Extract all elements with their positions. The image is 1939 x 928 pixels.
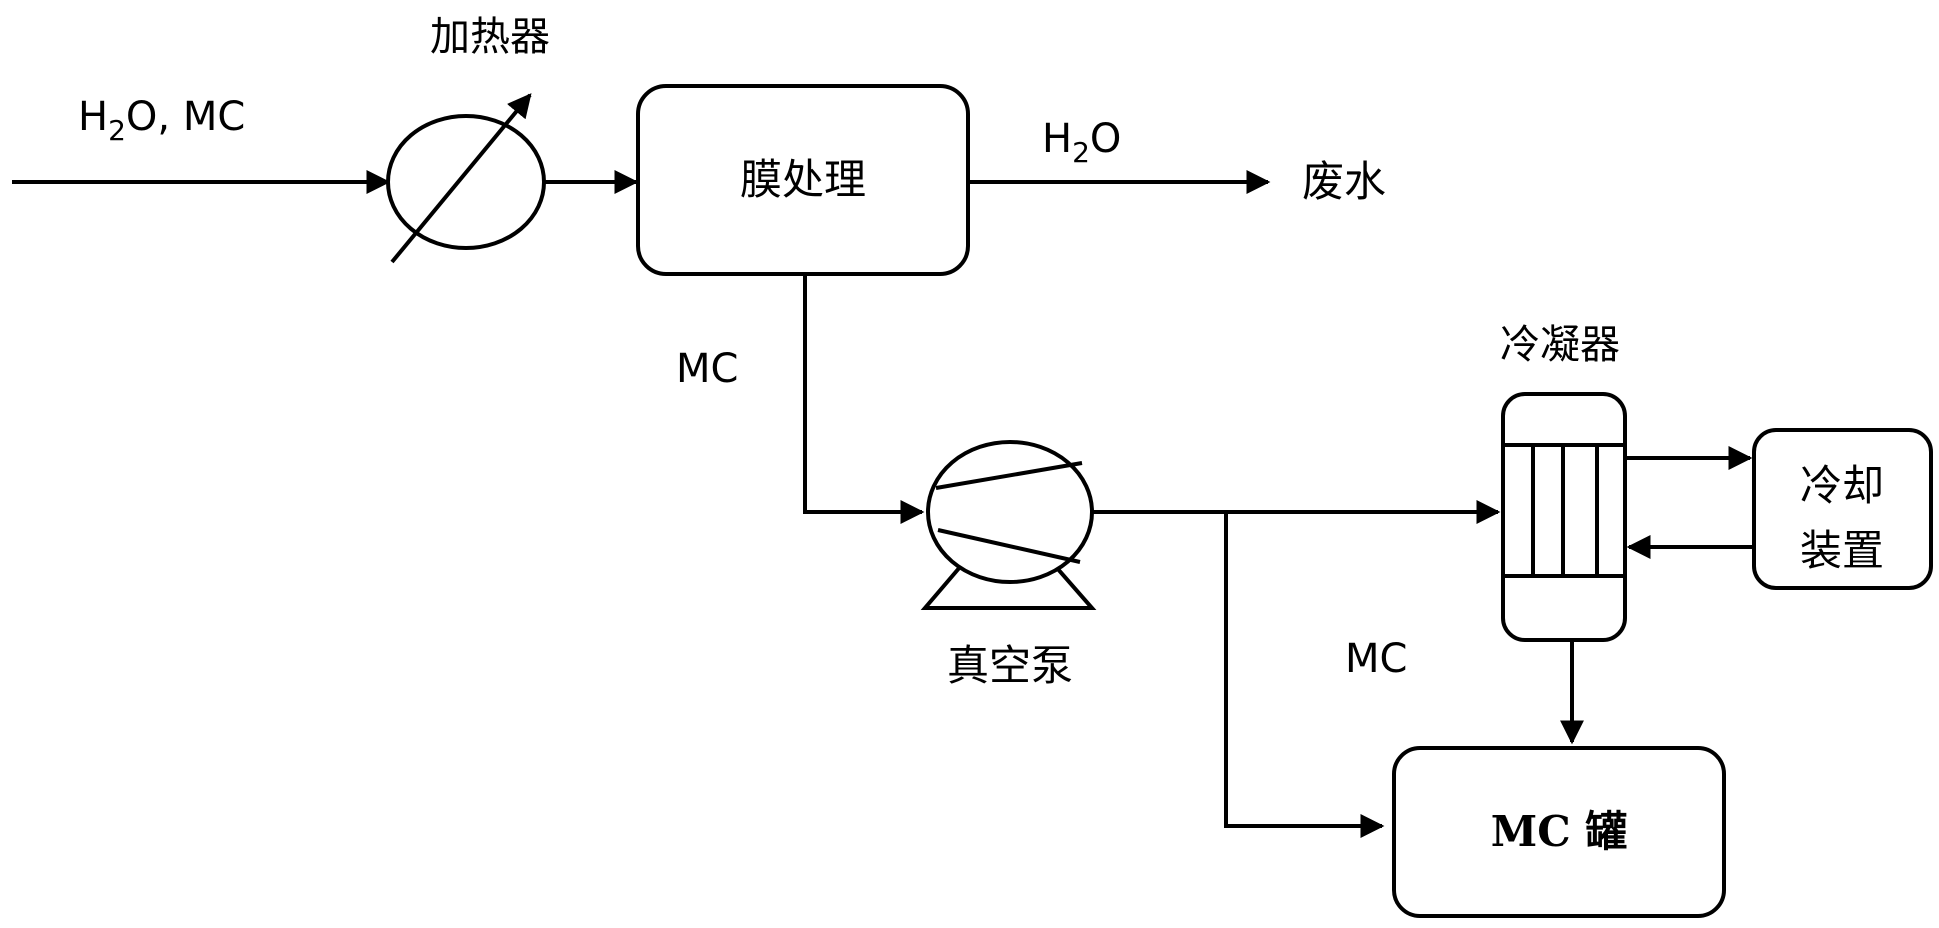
mc-membrane-label: MC — [676, 346, 738, 392]
feed-label: H2O, MC — [78, 94, 245, 147]
vacuum-pump-label: 真空泵 — [947, 641, 1073, 690]
vacuum-pump — [920, 440, 1097, 610]
cooler-box — [1752, 428, 1933, 590]
membrane-label: 膜处理 — [740, 155, 866, 204]
condenser — [1501, 392, 1627, 642]
pump-vane-bottom — [937, 528, 1081, 564]
wastewater-label: 废水 — [1302, 157, 1386, 206]
cooler-label-line2: 装置 — [1800, 526, 1884, 575]
bypass-to-tank-line — [1224, 512, 1385, 838]
cooler-label-line1: 冷却 — [1800, 461, 1884, 510]
mc-tank-label: MC 罐 — [1491, 807, 1628, 856]
pump-vane-top — [935, 461, 1083, 490]
heater-arrow-line — [390, 93, 532, 264]
mc-to-pump-line — [803, 274, 925, 524]
heater-label: 加热器 — [430, 14, 550, 60]
heater — [386, 93, 546, 264]
heater-body — [386, 114, 546, 250]
mc-tank-box — [1392, 746, 1726, 918]
condenser-label: 冷凝器 — [1500, 322, 1620, 368]
water-out-label: H2O — [1042, 116, 1121, 169]
mc-bypass-label: MC — [1345, 636, 1407, 682]
